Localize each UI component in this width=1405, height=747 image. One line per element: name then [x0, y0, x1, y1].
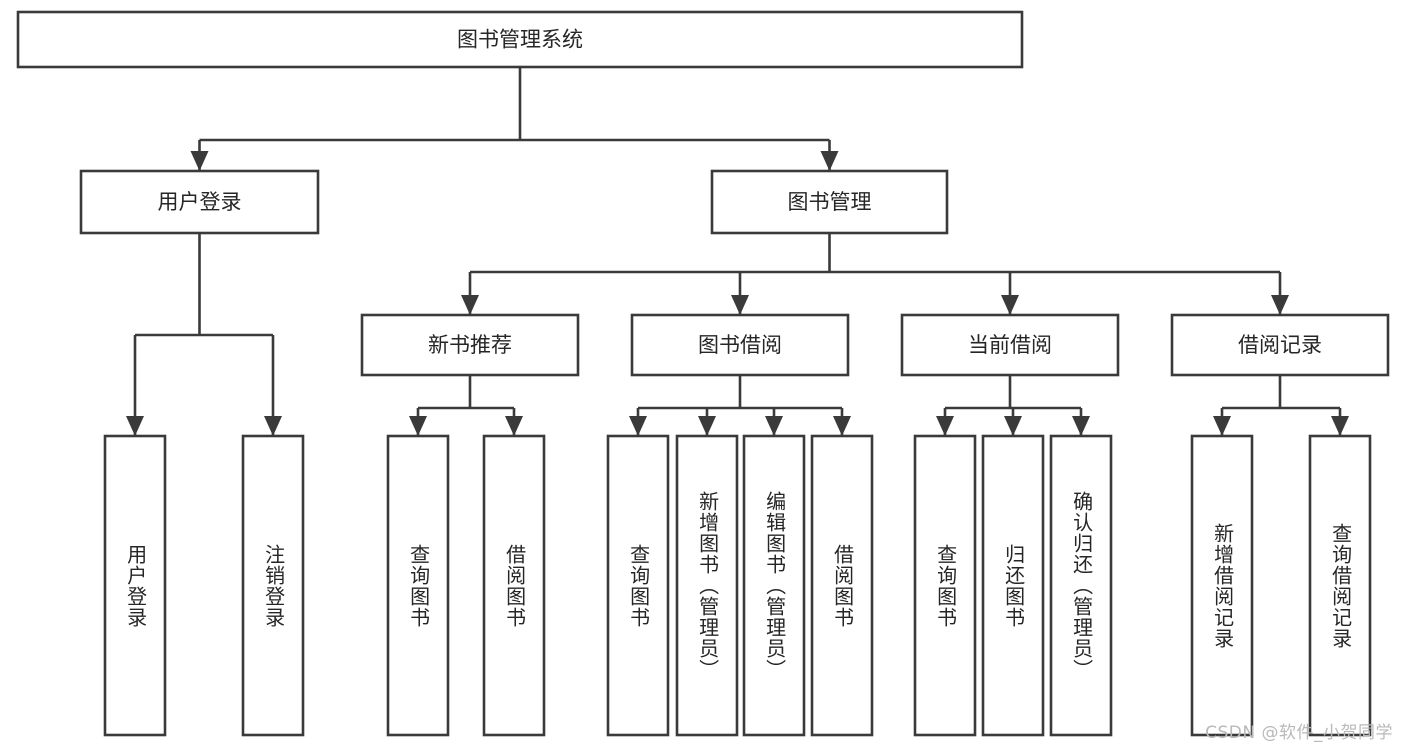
current-borrow-arrow-0 — [936, 416, 954, 436]
node-box-current-borrow[interactable] — [900, 313, 1120, 377]
book-borrow-arrow-0 — [629, 416, 647, 436]
leaf-box-leaf-add-book-admin[interactable] — [675, 434, 739, 737]
node-box-book-borrow[interactable] — [630, 313, 850, 377]
book-manage-arrow-3 — [1271, 295, 1289, 315]
node-box-new-book-recommend[interactable] — [360, 313, 580, 377]
leaf-box-leaf-add-borrow-record[interactable] — [1190, 434, 1254, 737]
book-manage-arrow-0 — [461, 295, 479, 315]
connectors-layer — [126, 67, 1349, 436]
node-label-book-borrow: 图书借阅 — [698, 333, 782, 357]
node-box-borrow-record[interactable] — [1170, 313, 1390, 377]
leaf-box-leaf-user-logout[interactable] — [241, 434, 305, 737]
leaf-box-leaf-borrow-book-1[interactable] — [482, 434, 546, 737]
book-manage-arrow-2 — [1001, 295, 1019, 315]
book-borrow-arrow-3 — [833, 416, 851, 436]
leaf-box-leaf-query-borrow-record[interactable] — [1308, 434, 1372, 737]
node-label-borrow-record: 借阅记录 — [1238, 333, 1322, 357]
new-book-recommend-arrow-0 — [409, 416, 427, 436]
node-box-root[interactable] — [16, 10, 1024, 69]
leaf-box-leaf-query-book-3[interactable] — [913, 434, 977, 737]
watermark-text: CSDN @软件_小贺同学 — [1205, 723, 1393, 743]
leaf-box-leaf-return-book[interactable] — [981, 434, 1045, 737]
leaf-box-leaf-borrow-book-2[interactable] — [810, 434, 874, 737]
leaf-box-leaf-confirm-return-admin[interactable] — [1049, 434, 1113, 737]
leaf-box-leaf-user-login[interactable] — [103, 434, 167, 737]
node-box-user-login[interactable] — [79, 169, 320, 235]
node-box-book-manage[interactable] — [710, 169, 949, 235]
borrow-record-arrow-1 — [1331, 416, 1349, 436]
current-borrow-arrow-1 — [1004, 416, 1022, 436]
node-label-root: 图书管理系统 — [457, 28, 583, 52]
book-manage-arrow-1 — [731, 295, 749, 315]
boxes-layer — [16, 10, 1390, 737]
borrow-record-arrow-0 — [1213, 416, 1231, 436]
node-label-book-manage: 图书管理 — [788, 190, 872, 214]
current-borrow-arrow-2 — [1072, 416, 1090, 436]
root-arrow-1 — [820, 151, 839, 171]
user-login-arrow-1 — [264, 416, 282, 436]
leaf-box-leaf-query-book-2[interactable] — [606, 434, 670, 737]
node-label-user-login: 用户登录 — [158, 190, 242, 214]
node-label-new-book-recommend: 新书推荐 — [428, 333, 512, 357]
node-label-current-borrow: 当前借阅 — [968, 333, 1052, 357]
user-login-arrow-0 — [126, 416, 144, 436]
book-borrow-arrow-2 — [765, 416, 783, 436]
new-book-recommend-arrow-1 — [505, 416, 523, 436]
book-borrow-arrow-1 — [698, 416, 716, 436]
root-arrow-0 — [190, 151, 209, 171]
leaf-box-leaf-query-book-1[interactable] — [386, 434, 450, 737]
leaf-box-leaf-edit-book-admin[interactable] — [742, 434, 806, 737]
